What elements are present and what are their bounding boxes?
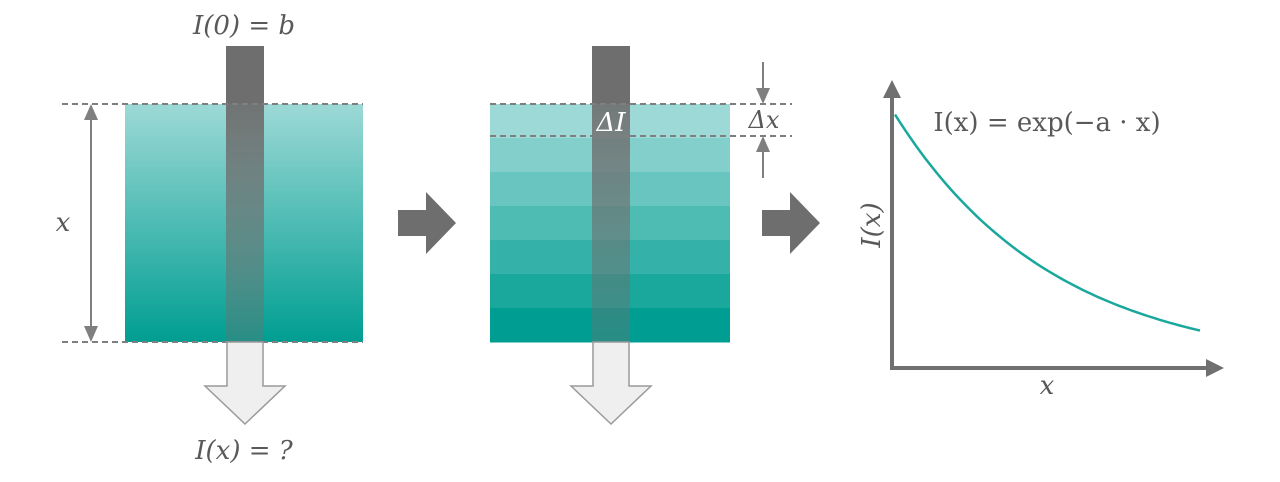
x-axis-arrowhead bbox=[1206, 359, 1224, 377]
incident-beam-2 bbox=[592, 46, 630, 104]
thickness-label: x bbox=[56, 208, 71, 238]
thickness-dimension-arrow bbox=[84, 104, 98, 342]
final-intensity-label: I(x) = ? bbox=[194, 436, 294, 466]
graph-y-label: I(x) bbox=[857, 202, 887, 248]
formula-label: I(x) = exp(−a · x) bbox=[933, 108, 1160, 138]
y-axis-arrowhead bbox=[883, 80, 901, 98]
decay-graph: I(x) = exp(−a · x) I(x) x bbox=[857, 80, 1224, 401]
process-arrow-2 bbox=[762, 192, 820, 254]
delta-thickness-label: Δx bbox=[748, 106, 780, 134]
delta-thickness-arrows bbox=[756, 62, 770, 178]
panel-layers: ΔI Δx bbox=[490, 46, 792, 426]
delta-intensity-label: ΔI bbox=[595, 108, 626, 138]
incident-beam bbox=[226, 46, 264, 104]
process-arrow-1 bbox=[398, 192, 456, 254]
graph-x-label: x bbox=[1040, 371, 1055, 401]
transmitted-beam-arrow bbox=[203, 341, 287, 426]
transmitted-beam-arrow-2 bbox=[569, 341, 653, 426]
beam-in-layers bbox=[592, 104, 630, 342]
decay-curve bbox=[893, 113, 1201, 332]
panel-medium: I(0) = b x I(x) = ? bbox=[56, 11, 363, 466]
beam-in-medium bbox=[226, 104, 264, 342]
initial-intensity-label: I(0) = b bbox=[192, 11, 295, 41]
